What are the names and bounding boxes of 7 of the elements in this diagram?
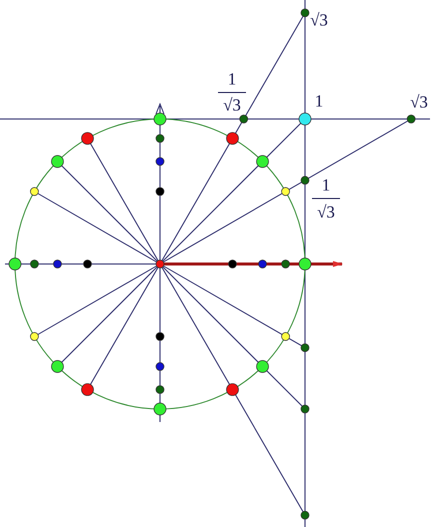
fraction-denominator: √3 (317, 204, 335, 220)
root-sign-value: √3 (310, 12, 328, 28)
fraction-numerator: 1 (228, 70, 236, 88)
fraction-numerator: 1 (322, 176, 330, 194)
value-label: 1 (314, 92, 324, 110)
root-sign-value: √3 (410, 94, 428, 110)
fraction-denominator: √3 (223, 96, 241, 114)
